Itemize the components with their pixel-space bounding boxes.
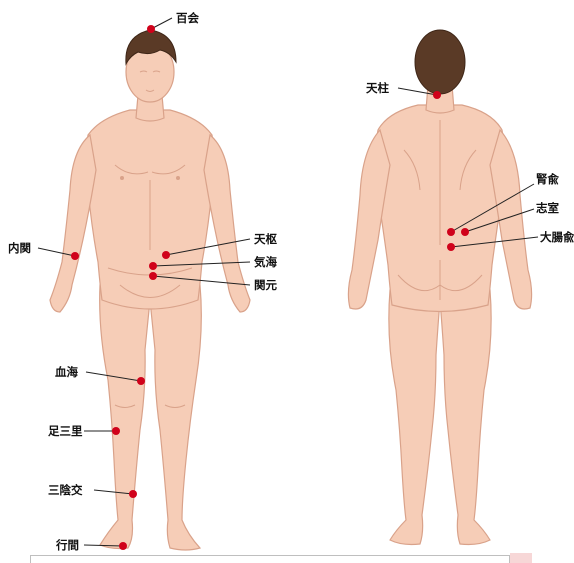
point-tensu: [162, 251, 170, 259]
point-kekkai: [137, 377, 145, 385]
point-sanninko: [129, 490, 137, 498]
point-kikai: [149, 262, 157, 270]
caption-box-edge: [30, 555, 510, 563]
point-daichoyu: [447, 243, 455, 251]
corner-decoration: [510, 553, 532, 563]
label-sanninko: 三陰交: [48, 483, 83, 497]
label-kokan: 行間: [55, 538, 79, 552]
label-jinyu: 腎兪: [536, 172, 559, 186]
label-ashisanri: 足三里: [48, 424, 83, 438]
front-figure: [50, 30, 250, 550]
label-kekkai: 血海: [55, 365, 78, 379]
point-shishitsu: [461, 228, 469, 236]
label-hyakue: 百会: [176, 11, 199, 25]
label-tensu: 天枢: [254, 232, 277, 246]
label-kikai: 気海: [254, 255, 277, 269]
point-jinyu: [447, 228, 455, 236]
point-hyakue: [147, 25, 155, 33]
label-naikan: 内関: [8, 241, 31, 255]
point-kangen: [149, 272, 157, 280]
label-tenchu: 天柱: [366, 81, 389, 95]
point-kokan: [119, 542, 127, 550]
label-kangen: 関元: [254, 278, 277, 292]
point-ashisanri: [112, 427, 120, 435]
label-daichoyu: 大腸兪: [540, 230, 574, 244]
point-naikan: [71, 252, 79, 260]
back-figure: [348, 30, 531, 545]
label-shishitsu: 志室: [536, 201, 559, 215]
point-tenchu: [433, 91, 441, 99]
